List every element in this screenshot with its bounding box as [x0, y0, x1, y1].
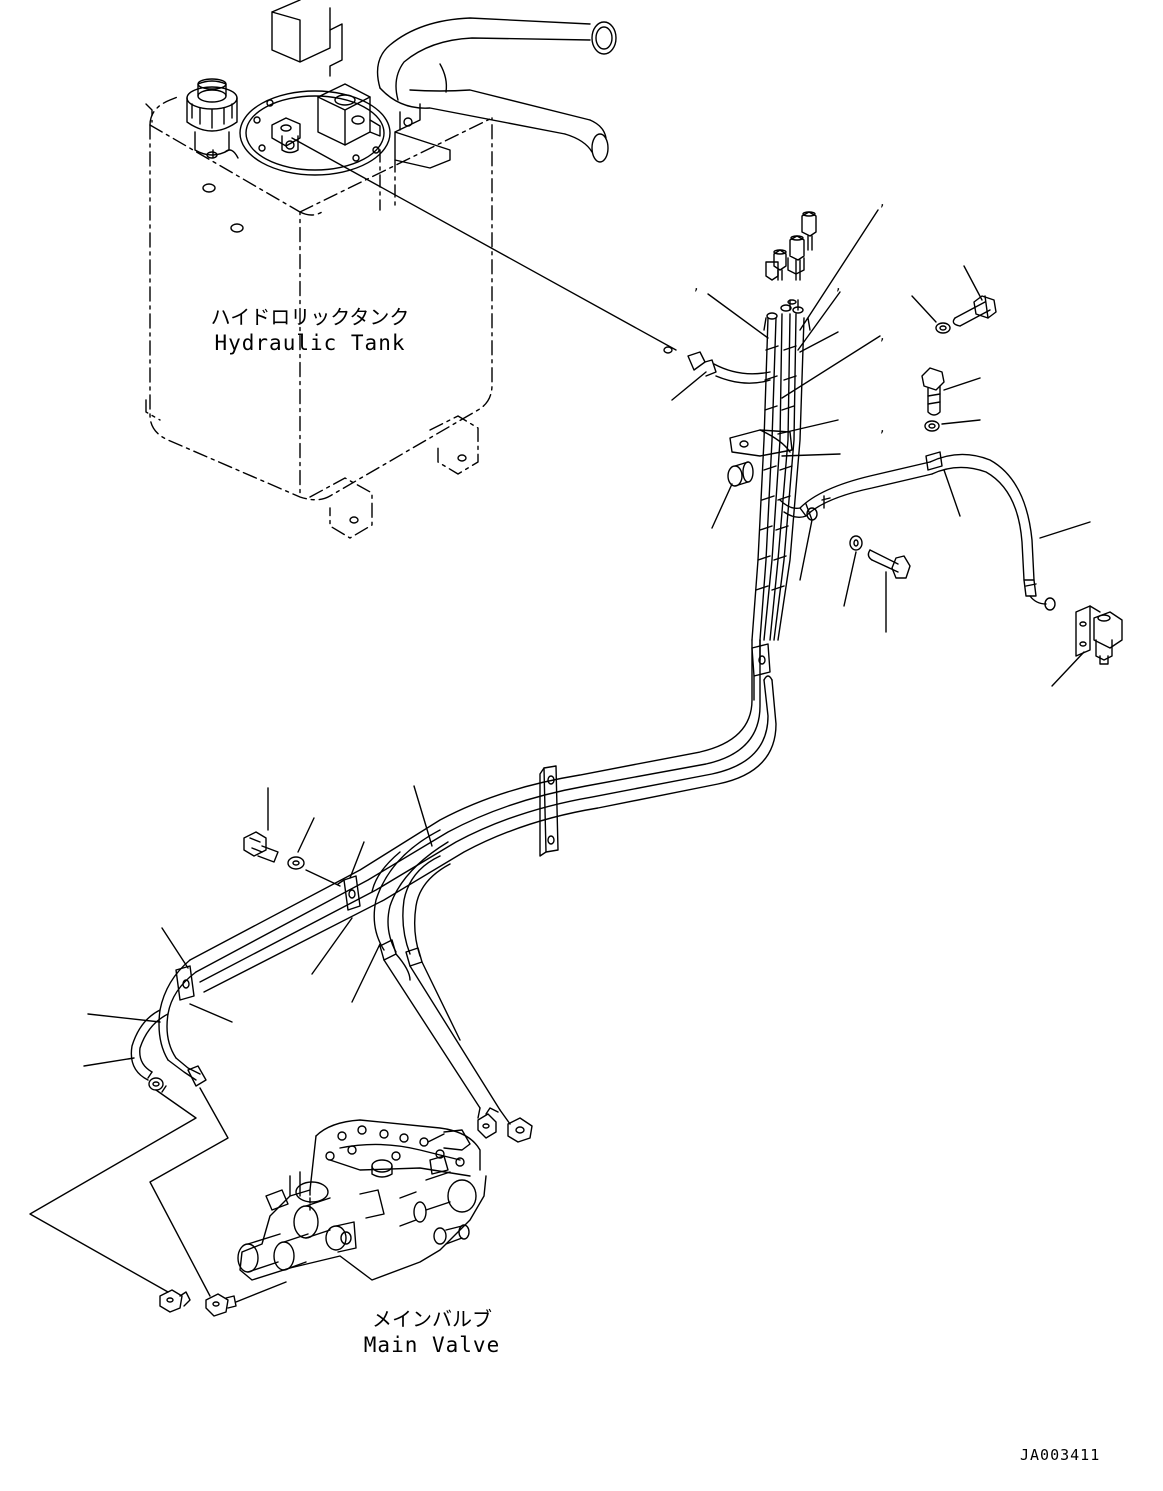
bundle-clamp-upper — [729, 429, 793, 457]
washer-mid-right — [924, 420, 940, 432]
main-valve-label: メインバルブ Main Valve — [352, 1306, 512, 1358]
spacer-collar — [727, 461, 754, 487]
return-pipe — [271, 0, 617, 211]
hose-end-fittings — [765, 211, 817, 311]
main-valve-fittings — [159, 1107, 533, 1317]
hose-branch-left — [130, 959, 207, 1093]
main-valve — [237, 1119, 487, 1281]
callout-commas: , , , , , — [694, 194, 884, 436]
hose-bundle-upper — [751, 299, 811, 641]
breather-cap — [186, 78, 239, 159]
hose-bundle-main — [189, 639, 777, 993]
pilot-hose-right — [779, 451, 1056, 611]
hydraulic-tank-label-en: Hydraulic Tank — [214, 331, 406, 355]
tank-top-flange — [239, 90, 391, 176]
washer-lower — [849, 535, 863, 551]
tank-fittings — [202, 83, 413, 233]
connection-leaders — [29, 1087, 511, 1303]
hydraulic-tank-label: ハイドロリックタンク Hydraulic Tank — [205, 304, 415, 356]
bundle-bracket-mid — [539, 765, 559, 857]
hydraulic-tank — [145, 95, 493, 539]
ppc-valve — [1075, 605, 1123, 665]
callout-comma: , — [836, 278, 840, 294]
tank-bracket-holes — [349, 454, 467, 524]
main-valve-label-en: Main Valve — [363, 1333, 501, 1357]
bundle-bracket-top — [751, 643, 771, 701]
callout-leaders — [83, 209, 1091, 1067]
washer-upper-right — [935, 322, 951, 334]
tank-connector-hose — [687, 351, 771, 384]
main-valve-label-jp: メインバルブ — [372, 1307, 492, 1331]
hydraulic-tank-label-jp: ハイドロリックタンク — [210, 305, 410, 329]
bolt-upper-right — [952, 295, 997, 327]
washer-lower-left — [287, 856, 305, 870]
hose-branch-main-valve — [371, 829, 501, 1111]
bolt-mid-right — [921, 367, 945, 416]
leader-tank-to-fitting — [291, 137, 677, 351]
bolt-lower — [867, 549, 911, 579]
drawing-number: JA003411 — [1020, 1446, 1101, 1464]
callout-comma: , — [880, 194, 884, 210]
callout-comma: , — [880, 328, 884, 344]
callout-comma: , — [880, 420, 884, 436]
leader-bolt-to-clamp — [305, 869, 341, 887]
callout-comma: , — [694, 278, 698, 294]
bolt-lower-left — [243, 831, 279, 863]
clamp-lower-mid — [337, 875, 361, 911]
